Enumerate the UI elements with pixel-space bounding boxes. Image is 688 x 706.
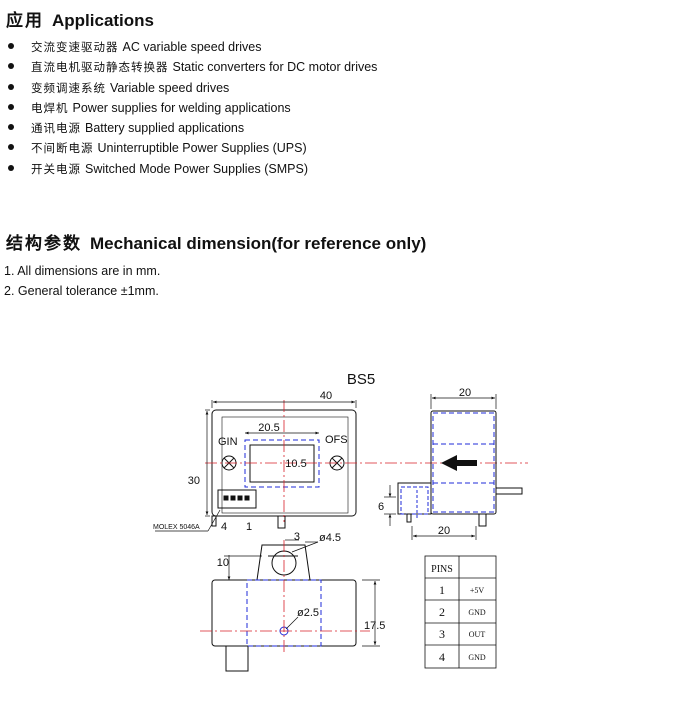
dim-window-width: 20.5 bbox=[258, 422, 279, 434]
item-en: Variable speed drives bbox=[110, 80, 230, 95]
dim-side-depth: 20 bbox=[459, 387, 471, 399]
bullet-icon bbox=[8, 164, 14, 171]
dim-window-height: 10.5 bbox=[285, 458, 306, 470]
pin-no-4: 4 bbox=[439, 650, 445, 664]
bullet-icon bbox=[8, 144, 14, 151]
bullet-icon bbox=[8, 83, 14, 90]
side-view bbox=[397, 410, 523, 527]
offset-label: OFS bbox=[325, 434, 348, 446]
bullet-icon bbox=[8, 63, 14, 70]
list-item: 变频调速系统 Variable speed drives bbox=[8, 78, 377, 98]
bullet-icon bbox=[8, 103, 14, 110]
dim-tab-height: 10 bbox=[217, 557, 229, 569]
pin-no-2: 2 bbox=[439, 605, 445, 619]
side-mount-pin bbox=[478, 513, 487, 527]
item-cn: 不间断电源 bbox=[31, 141, 94, 156]
item-cn: 交流变速驱动器 bbox=[31, 40, 119, 54]
pins-table bbox=[424, 555, 497, 669]
pin-signal-4: GND bbox=[468, 653, 486, 662]
dim-inner-dia: ø2.5 bbox=[297, 607, 319, 619]
model-label: BS5 bbox=[347, 371, 375, 388]
list-item: 开关电源 Switched Mode Power Supplies (SMPS) bbox=[8, 159, 377, 179]
pin-no-3: 3 bbox=[439, 627, 445, 641]
dim-center-height: 17.5 bbox=[364, 620, 385, 632]
applications-heading-en: Applications bbox=[52, 11, 155, 30]
list-item: 通讯电源 Battery supplied applications bbox=[8, 118, 377, 138]
dim-hole-dia: ø4.5 bbox=[319, 532, 341, 544]
bullet-icon bbox=[8, 43, 14, 49]
connector-body bbox=[217, 489, 257, 509]
dim-pin-height: 6 bbox=[378, 501, 384, 513]
gain-label: GIN bbox=[218, 436, 238, 448]
dim-width: 40 bbox=[320, 390, 332, 402]
item-en: Switched Mode Power Supplies (SMPS) bbox=[85, 161, 309, 176]
pin-signal-2: GND bbox=[468, 608, 486, 617]
item-cn: 变频调速系统 bbox=[31, 80, 106, 95]
mount-pin-left bbox=[277, 515, 286, 529]
pin-signal-1: +5V bbox=[470, 586, 485, 595]
note-2: 2. General tolerance ±1mm. bbox=[4, 284, 159, 298]
applications-heading: 应用 Applications bbox=[6, 6, 154, 31]
bullet-icon bbox=[8, 124, 14, 131]
pin-first-label: 4 bbox=[221, 521, 227, 533]
connector-label: MOLEX 5046A bbox=[153, 524, 200, 531]
dim-height: 30 bbox=[188, 475, 200, 487]
bottom-centerlines bbox=[200, 540, 370, 652]
bottom-connector bbox=[225, 645, 249, 672]
item-en: Power supplies for welding applications bbox=[72, 100, 291, 115]
side-connector bbox=[397, 482, 432, 515]
item-en: AC variable speed drives bbox=[122, 40, 262, 54]
mechanical-heading-cn: 结构参数 bbox=[6, 234, 82, 254]
front-window-hidden bbox=[244, 439, 320, 488]
item-cn: 开关电源 bbox=[31, 161, 81, 176]
side-body bbox=[430, 410, 497, 515]
front-centerlines bbox=[205, 400, 528, 522]
mechanical-heading: 结构参数 Mechanical dimension(for reference o… bbox=[6, 229, 426, 254]
dim-side-bottom-depth: 20 bbox=[438, 525, 450, 537]
current-direction-arrow-icon bbox=[441, 455, 477, 471]
item-en: Battery supplied applications bbox=[85, 121, 245, 136]
item-en: Uninterruptible Power Supplies (UPS) bbox=[97, 141, 307, 156]
item-cn: 通讯电源 bbox=[31, 121, 81, 136]
note-1: 1. All dimensions are in mm. bbox=[4, 264, 161, 278]
front-window bbox=[249, 444, 315, 483]
pin-no-1: 1 bbox=[439, 583, 445, 597]
item-cn: 电焊机 bbox=[31, 100, 69, 115]
applications-heading-cn: 应用 bbox=[6, 11, 44, 31]
dim-pin-pitch: 3 bbox=[294, 531, 300, 543]
mount-tab bbox=[256, 544, 311, 581]
pin-last-label: 1 bbox=[246, 521, 252, 533]
mechanical-heading-en: Mechanical dimension(for reference only) bbox=[90, 234, 427, 253]
pins-header: PINS bbox=[431, 564, 453, 575]
item-en: Static converters for DC motor drives bbox=[172, 60, 378, 75]
mechanical-notes: 1. All dimensions are in mm. 2. General … bbox=[4, 261, 160, 301]
side-lead bbox=[495, 487, 523, 495]
item-cn: 直流电机驱动静态转换器 bbox=[31, 60, 169, 75]
pin-signal-3: OUT bbox=[469, 630, 486, 639]
